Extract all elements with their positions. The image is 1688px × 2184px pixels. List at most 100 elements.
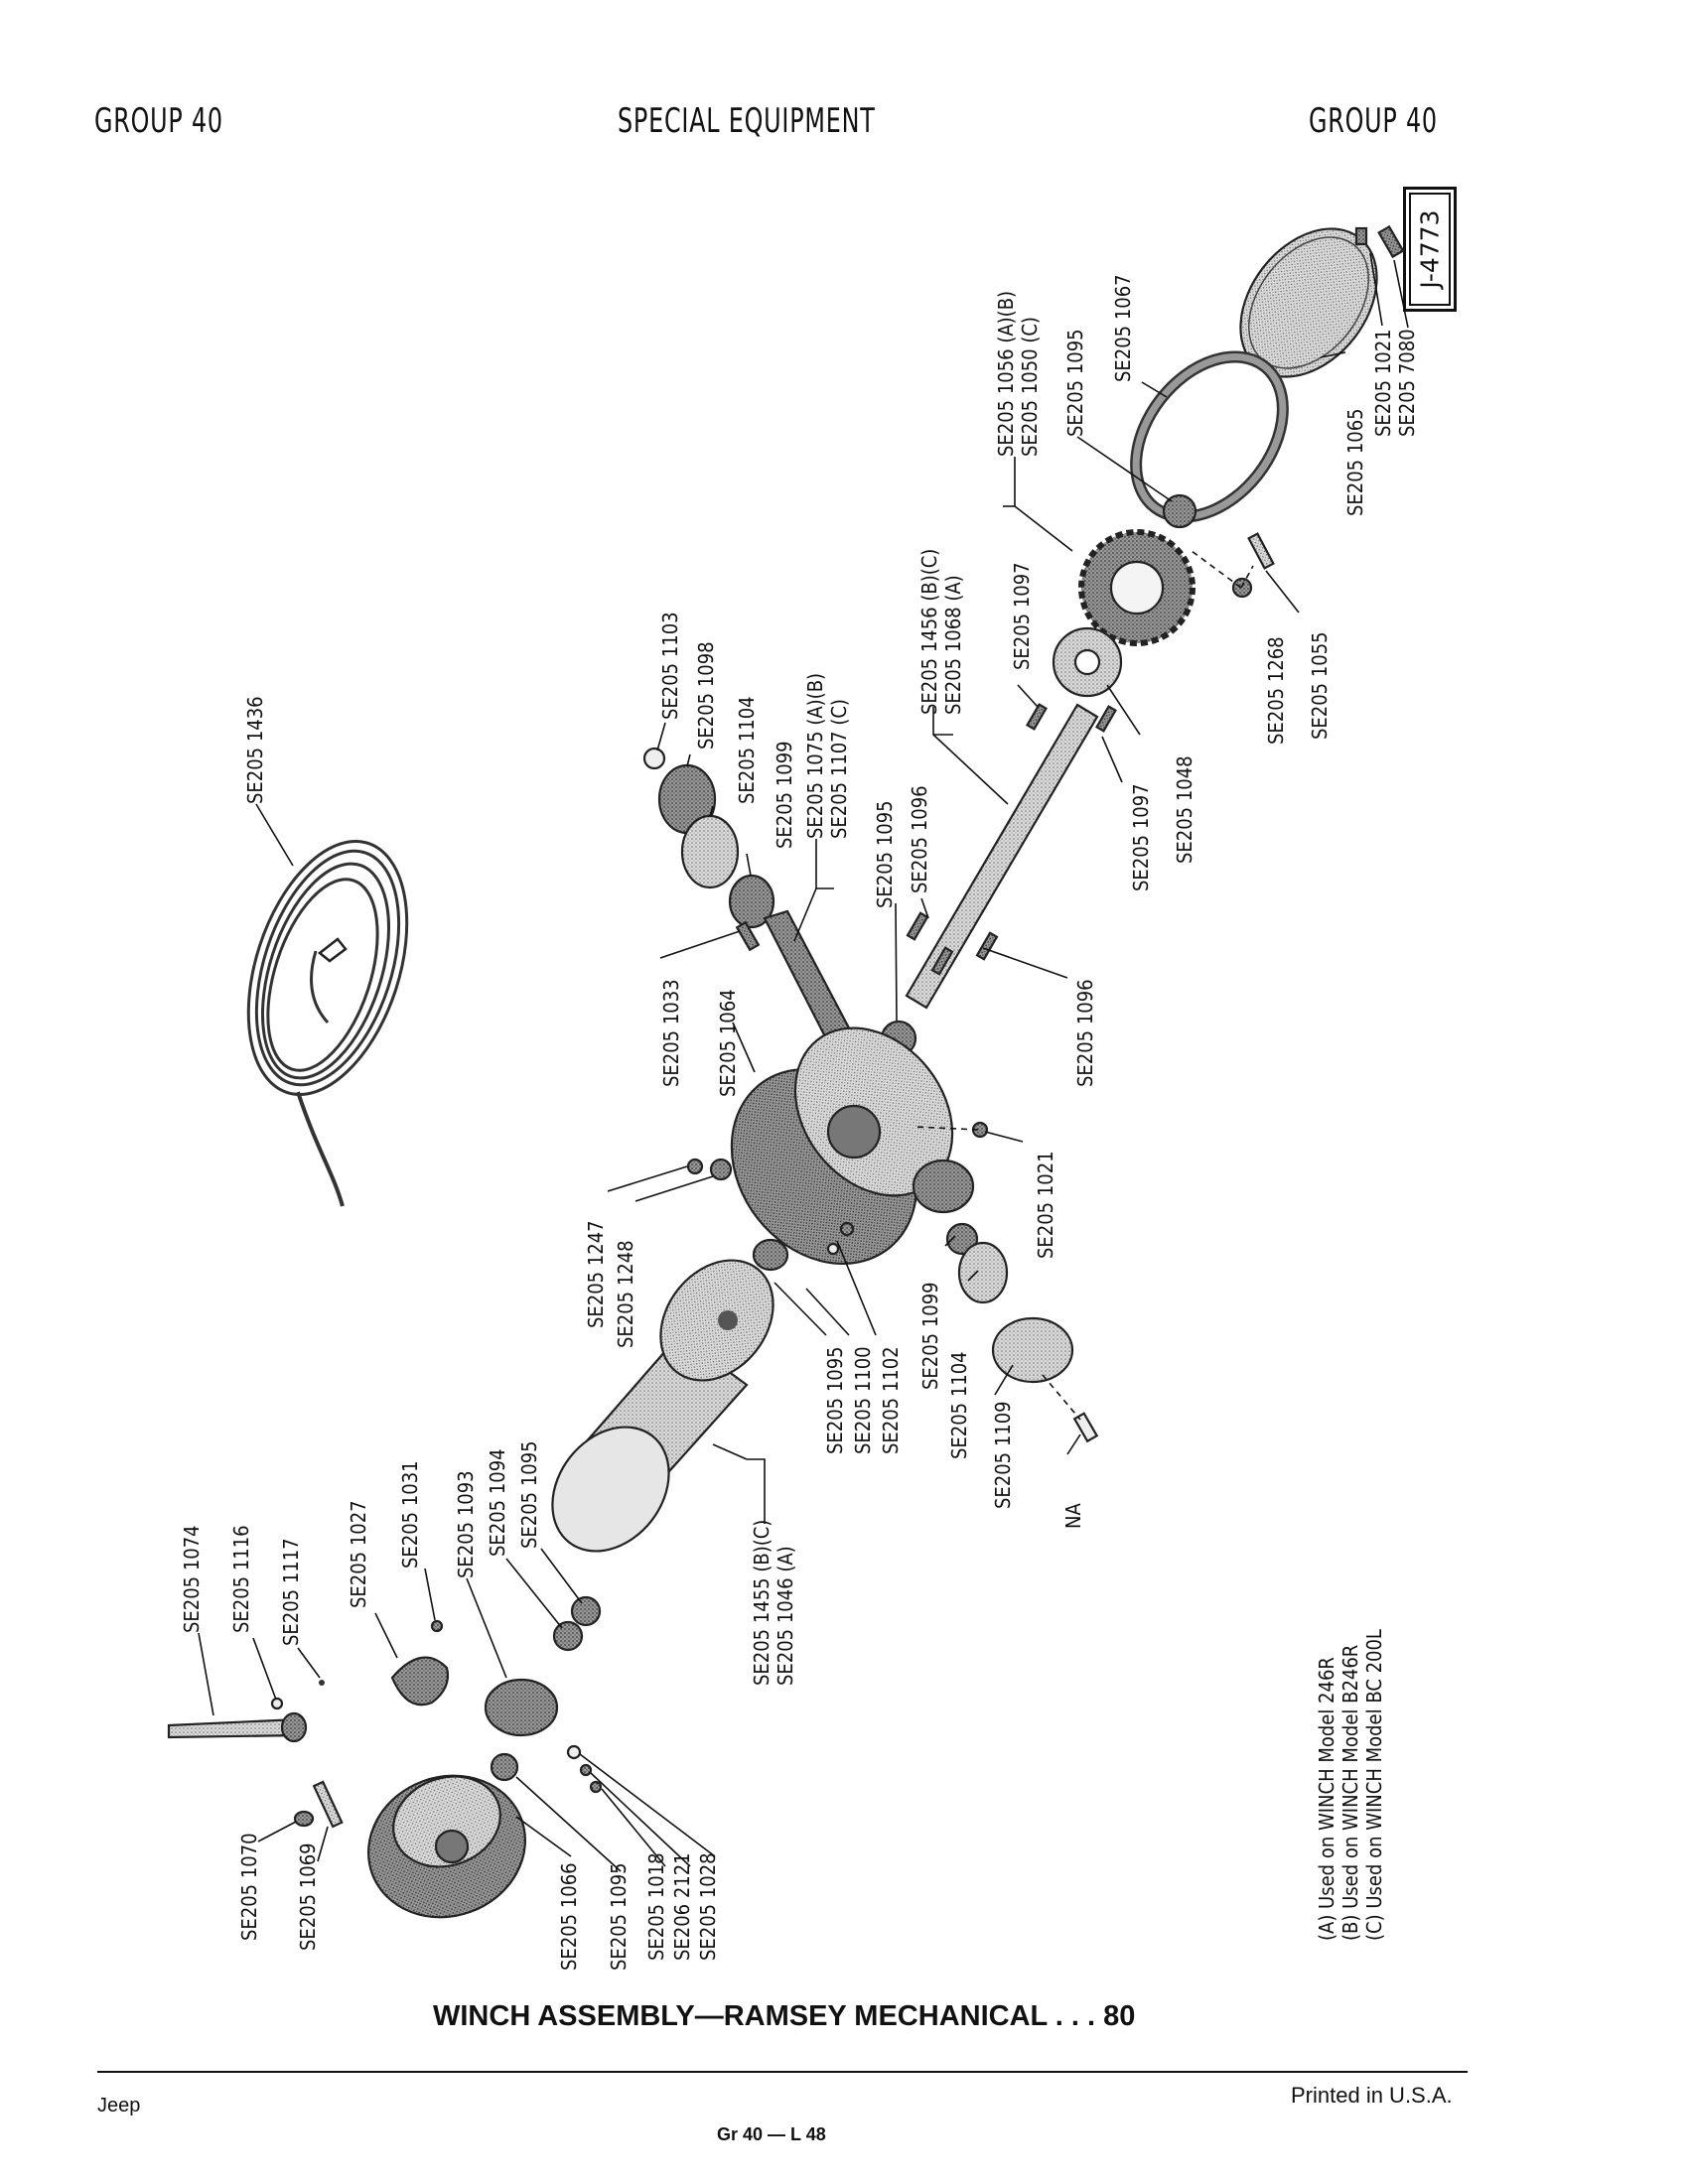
bushing-1095-top — [1162, 493, 1197, 529]
label-se2051031: SE205 1031 — [398, 1460, 422, 1569]
bushing-1095-drum — [752, 1238, 789, 1272]
bushing-1095-low — [570, 1595, 602, 1627]
footer-brand: Jeep — [97, 2095, 141, 2116]
bushing-1095-end — [490, 1752, 519, 1782]
label-se2051093: SE205 1093 — [454, 1470, 478, 1578]
note-b: (B) Used on WINCH Model B246R — [1338, 1645, 1362, 1941]
cable-hook — [317, 937, 348, 963]
label-na: NA — [1061, 1503, 1085, 1529]
label-se2062121: SE206 2121 — [670, 1852, 694, 1961]
bearing-1099-top — [728, 874, 775, 929]
label-se2051096-b: SE205 1096 — [1073, 979, 1097, 1087]
label-se2051097-a: SE205 1097 — [1010, 562, 1034, 670]
label-se2051095-shaft: SE205 1095 — [873, 800, 897, 908]
label-se2051107: SE205 1107 (C) — [827, 699, 851, 839]
label-se2051046: SE205 1046 (A) — [774, 1546, 797, 1686]
key-1096a — [906, 911, 929, 941]
label-se2051436: SE205 1436 — [243, 696, 267, 804]
label-se2051028: SE205 1028 — [696, 1852, 720, 1961]
key-1033 — [735, 920, 761, 952]
label-se2051100: SE205 1100 — [851, 1346, 875, 1454]
label-se2051109: SE205 1109 — [991, 1401, 1015, 1509]
leader-lines — [198, 252, 1409, 1872]
winch-drum-1046 — [551, 1259, 774, 1553]
seal-1104-bottom — [957, 1241, 1009, 1304]
label-se2051104-top: SE205 1104 — [735, 696, 759, 804]
bolt-7080 — [1377, 224, 1405, 259]
clutch-lever-1074 — [167, 1717, 302, 1739]
header-group-left: GROUP 40 — [94, 101, 223, 141]
footer-printed: Printed in U.S.A. — [1291, 2083, 1453, 2108]
label-se2051095-clutch: SE205 1095 — [517, 1440, 541, 1549]
nut-1268 — [1231, 577, 1253, 599]
fitting-1247 — [686, 1158, 704, 1175]
label-se2051064: SE205 1064 — [716, 989, 740, 1097]
label-se2051095-end: SE205 1095 — [607, 1862, 631, 1971]
pin-1117 — [319, 1680, 325, 1686]
label-se2051099-top: SE205 1099 — [773, 741, 796, 849]
label-se2051268: SE205 1268 — [1264, 636, 1288, 745]
label-se2051067: SE205 1067 — [1111, 274, 1135, 382]
label-se2051056: SE205 1056 (A)(B) — [994, 291, 1018, 457]
label-se2051098: SE205 1098 — [694, 641, 718, 750]
label-se2051021-top: SE205 1021 — [1371, 329, 1395, 437]
setscrew-1031 — [430, 1619, 444, 1633]
label-se2051247: SE205 1247 — [584, 1220, 608, 1328]
gear-housing-1064 — [730, 1026, 975, 1266]
pin-1069 — [312, 1780, 344, 1829]
header-title: SPECIAL EQUIPMENT — [618, 101, 876, 141]
label-se2051050: SE205 1050 (C) — [1018, 317, 1042, 457]
label-se2051099-bottom: SE205 1099 — [918, 1282, 942, 1390]
bolt-1055 — [1247, 532, 1275, 570]
key-1096c — [930, 946, 954, 976]
worm-shaft — [763, 909, 856, 1048]
label-se2051104-bottom: SE205 1104 — [947, 1351, 971, 1459]
cap-screw-na — [1072, 1412, 1099, 1443]
drive-shaft — [905, 703, 1099, 1010]
plug-1248 — [709, 1158, 733, 1181]
washer-1103 — [642, 747, 666, 770]
key-1097 — [1026, 703, 1048, 731]
header-group-right: GROUP 40 — [1309, 101, 1438, 141]
label-se2051094: SE205 1094 — [486, 1448, 509, 1557]
label-se2051075: SE205 1075 (A)(B) — [803, 673, 827, 839]
label-se2051048: SE205 1048 — [1173, 755, 1196, 864]
label-se2051074: SE205 1074 — [180, 1525, 204, 1633]
clutch-1093 — [484, 1678, 559, 1737]
pin-1100 — [826, 1242, 840, 1256]
label-se2051095-gear: SE205 1095 — [1063, 329, 1087, 437]
wire-rope-cable — [246, 840, 409, 1207]
label-se2051027: SE205 1027 — [347, 1500, 370, 1608]
bushing-1094 — [552, 1620, 584, 1652]
seal-1104-top — [680, 814, 740, 889]
label-se2051456: SE205 1456 (B)(C) — [917, 549, 941, 715]
end-housing-1066 — [367, 1774, 526, 1919]
label-se2051102: SE205 1102 — [879, 1346, 903, 1454]
label-se2051095-drum: SE205 1095 — [823, 1346, 847, 1454]
part-labels: SE205 1056 (A)(B) SE205 1050 (C) SE205 1… — [180, 274, 1419, 1971]
note-c: (C) Used on WINCH Model BC 200L — [1362, 1629, 1386, 1941]
label-se2051018: SE205 1018 — [644, 1852, 668, 1961]
part-drawings — [167, 224, 1405, 1919]
label-se2051455: SE205 1455 (B)(C) — [750, 1520, 774, 1686]
figure-caption: WINCH ASSEMBLY—RAMSEY MECHANICAL . . . 8… — [433, 2000, 1136, 2032]
label-se2057080: SE205 7080 — [1395, 329, 1419, 437]
pin-1116 — [270, 1697, 284, 1710]
label-se2051068: SE205 1068 (A) — [941, 575, 965, 715]
plug-1021-top — [1354, 226, 1368, 246]
washer-1070 — [293, 1810, 315, 1828]
label-se2051065: SE205 1065 — [1343, 408, 1367, 516]
label-se2051117: SE205 1117 — [279, 1538, 303, 1646]
label-se2051066: SE205 1066 — [557, 1862, 581, 1971]
ball-1028 — [566, 1744, 582, 1760]
plug-1102 — [839, 1221, 855, 1237]
note-a: (A) Used on WINCH Model 246R — [1315, 1657, 1338, 1941]
label-se2051248: SE205 1248 — [614, 1240, 637, 1348]
key-1096b — [975, 931, 999, 961]
key-1097b — [1095, 705, 1117, 733]
label-se2051021-mid: SE205 1021 — [1034, 1151, 1057, 1259]
spring-2121 — [579, 1763, 593, 1777]
setscrew-1018 — [589, 1780, 603, 1794]
figure-number-stamp: J-4773 — [1403, 187, 1457, 312]
